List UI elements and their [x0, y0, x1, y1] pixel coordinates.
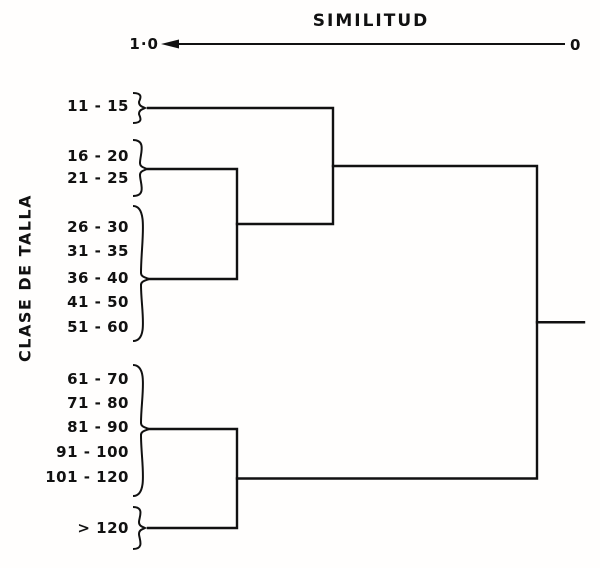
size-class-label: 71 - 80	[67, 394, 129, 412]
cluster-brace	[132, 506, 148, 550]
size-class-label: 26 - 30	[67, 218, 129, 236]
axis-arrow-left-icon	[161, 39, 179, 49]
size-class-label: 101 - 120	[45, 468, 129, 486]
cluster-brace	[132, 92, 148, 124]
dendrogram-link	[235, 164, 539, 480]
dendrogram-link	[146, 106, 335, 226]
axis-tick-max: 1·0	[129, 35, 159, 53]
size-class-label: > 120	[77, 519, 129, 537]
size-class-label: 21 - 25	[67, 169, 129, 187]
size-class-label: 11 - 15	[67, 97, 129, 115]
cluster-brace	[132, 139, 150, 197]
chart-title: SIMILITUD	[312, 11, 430, 31]
dendrogram-link	[146, 427, 239, 530]
size-class-label: 91 - 100	[56, 443, 129, 461]
cluster-brace	[132, 364, 152, 497]
size-class-label: 51 - 60	[67, 318, 129, 336]
size-class-label: 36 - 40	[67, 269, 129, 287]
axis-tick-min: 0	[570, 36, 581, 54]
size-class-label: 81 - 90	[67, 418, 129, 436]
size-class-label: 16 - 20	[67, 147, 129, 165]
cluster-brace	[132, 205, 152, 342]
size-class-label: 61 - 70	[67, 370, 129, 388]
dendrogram-link	[146, 167, 239, 281]
size-class-label: 41 - 50	[67, 293, 129, 311]
size-class-label: 31 - 35	[67, 242, 129, 260]
